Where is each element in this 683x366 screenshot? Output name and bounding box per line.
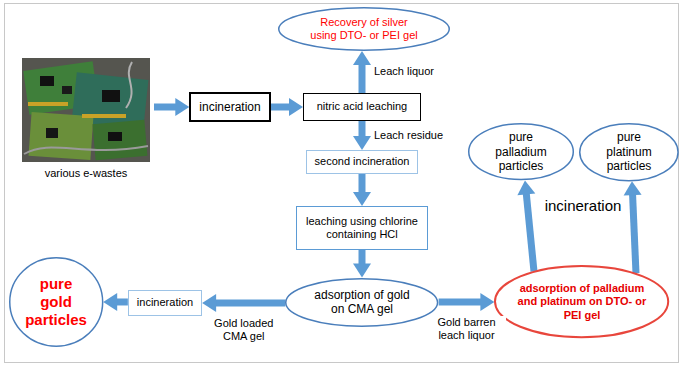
cable — [126, 62, 132, 108]
arrow-shaft — [215, 300, 285, 307]
arrow-shaft — [358, 174, 365, 193]
flow-arrow — [439, 293, 495, 311]
circuit-board — [29, 112, 94, 160]
arrow-shaft — [526, 193, 534, 271]
figure-frame — [5, 4, 679, 363]
arrow-shaft — [116, 298, 128, 305]
arrow-head — [353, 51, 371, 65]
ellipse-outline — [10, 258, 103, 346]
cable — [24, 146, 148, 154]
process-box: leaching using chlorine containing HCl — [296, 206, 428, 250]
node-text: various e-wastes — [45, 167, 128, 180]
chip — [108, 132, 122, 141]
flow-arrow — [353, 174, 371, 206]
node-text: pure platinum particles — [594, 130, 664, 173]
edge-label: Gold barren leach liquor — [427, 316, 506, 342]
arrow-head — [517, 181, 535, 196]
flow-arrow — [202, 294, 285, 312]
flow-arrow — [353, 121, 371, 150]
flow-arrow — [517, 181, 535, 272]
process-ellipse: adsorption of gold on CMA gel — [285, 278, 438, 327]
flow-arrow — [154, 98, 189, 116]
arrow-shaft — [359, 64, 366, 93]
flow-arrow — [353, 51, 371, 93]
chip — [102, 90, 120, 102]
edge-label: Gold loaded CMA gel — [204, 317, 283, 343]
node-text: leaching using chlorine containing HCl — [303, 215, 421, 241]
circuit-board — [93, 120, 148, 160]
node-text: Recovery of silver using DTO- or PEI gel — [308, 16, 420, 42]
arrow-shaft — [633, 194, 636, 273]
arrow-shaft — [359, 121, 366, 137]
arrow-head — [103, 293, 117, 311]
arrow-shaft — [359, 250, 366, 265]
arrow-head — [480, 293, 494, 311]
node-text: adsorption of palladium and platinum on … — [516, 282, 648, 322]
arrow-shaft — [271, 104, 290, 111]
ellipse-outline — [469, 124, 574, 180]
result-ellipse: pure gold particles — [9, 257, 103, 347]
photo-node: various e-wastes — [18, 55, 154, 181]
flow-arrow — [103, 293, 128, 311]
process-ellipse: adsorption of palladium and platinum on … — [494, 265, 669, 338]
process-box: nitric acid leaching — [303, 93, 421, 121]
arrow-head — [353, 192, 371, 206]
edge-label: Leach residue — [372, 129, 445, 142]
arrow-head — [624, 181, 642, 195]
gold-contacts — [82, 114, 126, 118]
arrow-shaft — [154, 104, 176, 111]
node-text: pure palladium particles — [486, 130, 556, 173]
arrow-head — [289, 98, 303, 116]
arrow-shaft — [439, 298, 482, 305]
node-text: adsorption of gold on CMA gel — [312, 288, 412, 317]
chip — [46, 128, 58, 138]
photo-ground — [22, 58, 150, 162]
edge-label: Leach liquor — [372, 65, 436, 78]
node-text: incineration — [199, 100, 260, 114]
ellipse-outline — [580, 123, 678, 180]
chip — [40, 76, 54, 86]
note-label: incineration — [543, 197, 624, 215]
result-ellipse: pure platinum particles — [579, 123, 679, 182]
node-text: pure gold particles — [25, 275, 87, 329]
flow-arrow — [271, 98, 303, 116]
gold-contacts — [28, 102, 68, 106]
ellipse-outline — [495, 266, 668, 337]
ellipse-outline — [279, 8, 450, 51]
result-ellipse: Recovery of silver using DTO- or PEI gel — [278, 7, 450, 51]
arrow-head — [353, 136, 371, 150]
e-waste-photo — [22, 58, 150, 162]
process-box: incineration — [189, 92, 270, 122]
process-box: incineration — [128, 290, 202, 316]
ellipse-outline — [286, 278, 438, 325]
arrow-head — [202, 294, 216, 312]
result-ellipse: pure palladium particles — [468, 123, 574, 180]
chip — [62, 86, 72, 94]
process-box: second incineration — [306, 150, 419, 174]
flow-arrow — [624, 181, 642, 273]
node-text: second incineration — [315, 155, 410, 168]
node-text: nitric acid leaching — [317, 100, 408, 113]
arrow-head — [175, 98, 189, 116]
node-text: incineration — [137, 296, 193, 309]
flow-arrow — [353, 250, 371, 278]
arrow-head — [353, 264, 371, 278]
